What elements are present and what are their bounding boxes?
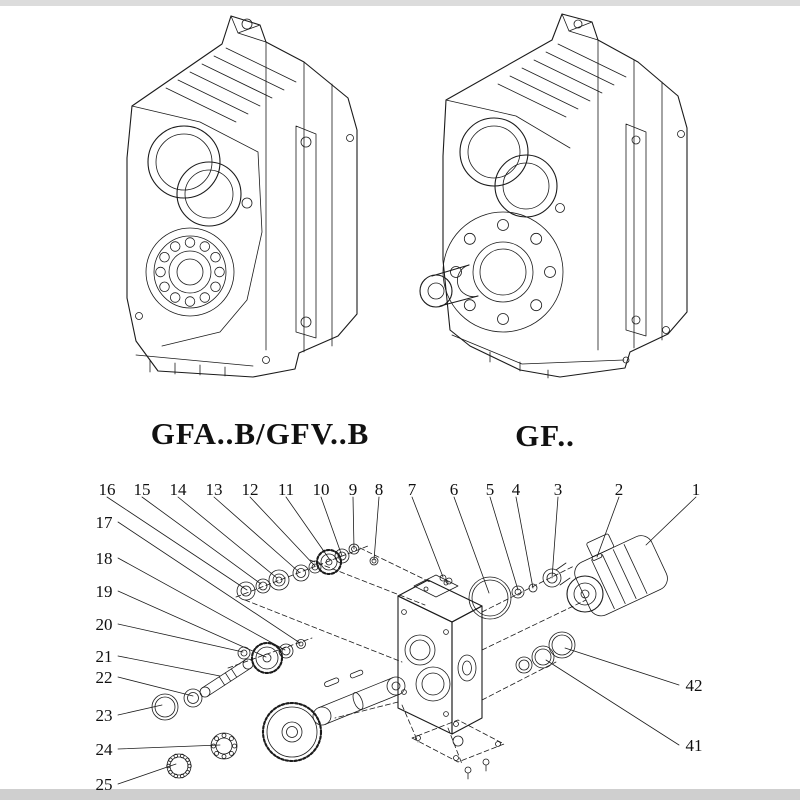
lifting-plug-icon xyxy=(241,18,253,30)
cooling-fins xyxy=(497,43,627,118)
callout-6: 6 xyxy=(450,480,459,499)
model-label-gfab-gfvb: GFA..B/GFV..B xyxy=(150,416,370,451)
output-shaft xyxy=(419,264,479,308)
callout-9: 9 xyxy=(349,480,358,499)
callout-8: 8 xyxy=(375,480,384,499)
callout-25: 25 xyxy=(96,775,113,794)
callout-4: 4 xyxy=(512,480,521,499)
retaining-rings xyxy=(515,631,576,674)
cooling-fins xyxy=(165,47,297,123)
leader-lines xyxy=(106,496,697,785)
output-gear-and-shaft xyxy=(261,669,406,763)
callout-21: 21 xyxy=(96,647,113,666)
input-bores xyxy=(147,125,242,227)
callout-13: 13 xyxy=(206,480,223,499)
exploded-view-drawing: 16 15 14 13 12 11 10 9 8 7 6 5 4 3 2 1 1… xyxy=(96,480,703,794)
photo-edge-bottom xyxy=(0,789,800,800)
pinion-shaft xyxy=(199,658,254,698)
second-stage-parts xyxy=(237,639,306,675)
callout-5: 5 xyxy=(486,480,495,499)
callout-10: 10 xyxy=(313,480,330,499)
photo-edge-top xyxy=(0,0,800,6)
callout-15: 15 xyxy=(134,480,151,499)
gearbox-drawing-gfab-gfvb xyxy=(126,15,358,378)
callouts-right-column: 42 41 xyxy=(686,676,703,755)
callout-22: 22 xyxy=(96,668,113,687)
base-gasket xyxy=(411,719,505,780)
motor-unit xyxy=(566,533,668,617)
callout-16: 16 xyxy=(99,480,116,499)
callout-2: 2 xyxy=(615,480,624,499)
model-label-gf: GF.. xyxy=(515,418,575,453)
callout-7: 7 xyxy=(408,480,417,499)
callout-19: 19 xyxy=(96,582,113,601)
callout-42: 42 xyxy=(686,676,703,695)
callout-23: 23 xyxy=(96,706,113,725)
callout-18: 18 xyxy=(96,549,113,568)
callout-14: 14 xyxy=(170,480,188,499)
callout-11: 11 xyxy=(278,480,294,499)
gearbox-drawing-gf xyxy=(419,13,688,379)
gear-housing xyxy=(397,574,483,735)
callout-12: 12 xyxy=(242,480,259,499)
callouts-left-column: 17 18 19 20 21 22 23 24 25 xyxy=(96,513,114,794)
housing-oring xyxy=(468,576,512,620)
callouts-top-row: 16 15 14 13 12 11 10 9 8 7 6 5 4 3 2 1 xyxy=(99,480,701,499)
callout-17: 17 xyxy=(96,513,114,532)
callout-41: 41 xyxy=(686,736,703,755)
intermediate-shaft-parts xyxy=(236,543,360,601)
input-bores xyxy=(459,117,558,218)
callout-1: 1 xyxy=(692,480,701,499)
cover-screws xyxy=(369,556,453,585)
callout-3: 3 xyxy=(554,480,563,499)
output-bearing xyxy=(145,227,235,317)
lifting-plug-icon xyxy=(573,19,583,29)
callout-24: 24 xyxy=(96,740,114,759)
assembly-axis-lines xyxy=(227,545,587,765)
seals-and-bearings xyxy=(151,688,238,779)
output-flange xyxy=(442,211,564,333)
callout-20: 20 xyxy=(96,615,113,634)
input-shaft-parts xyxy=(511,553,603,599)
